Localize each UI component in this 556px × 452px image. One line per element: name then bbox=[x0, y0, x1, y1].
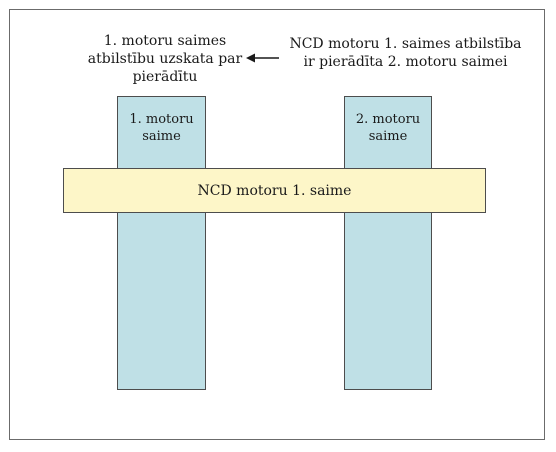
ncd-engine-family-label: NCD motoru 1. saime bbox=[197, 183, 352, 199]
left-note: 1. motoru saimes atbilstību uzskata par … bbox=[87, 33, 243, 85]
diagram-frame bbox=[9, 9, 545, 440]
arrow-left-icon bbox=[246, 53, 279, 63]
engine-family-1-label: 1. motoru saime bbox=[129, 112, 194, 144]
ncd-engine-family-band: NCD motoru 1. saime bbox=[63, 168, 486, 213]
engine-family-2-column: 2. motoru saime bbox=[344, 96, 432, 390]
right-note: NCD motoru 1. saimes atbilstība ir pierā… bbox=[289, 36, 522, 70]
engine-family-2-label: 2. motoru saime bbox=[355, 112, 421, 144]
engine-family-1-column: 1. motoru saime bbox=[117, 96, 206, 390]
